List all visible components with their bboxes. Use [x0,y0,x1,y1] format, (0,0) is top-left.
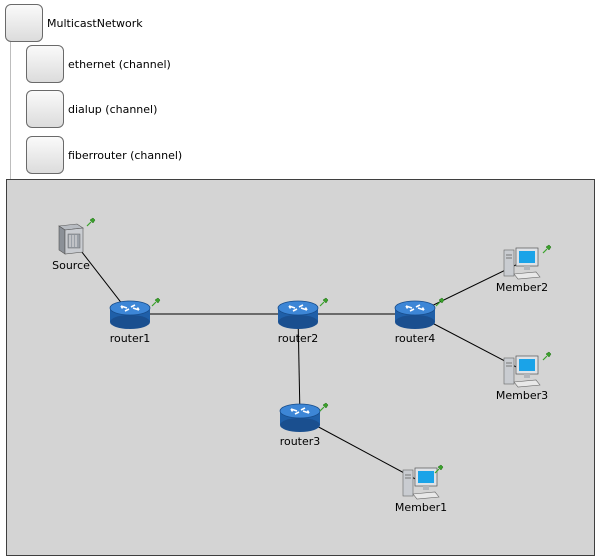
router-icon [279,403,321,432]
tree-item-label: ethernet (channel) [68,57,171,71]
server-icon [58,223,84,255]
router-icon [109,300,151,329]
computer-icon [503,355,541,388]
network-module-icon [5,4,43,42]
tree-item-label: dialup (channel) [68,102,158,116]
node-label: Member1 [394,501,448,514]
computer-icon [503,247,541,280]
node-label: Source [52,259,90,272]
pin-icon [435,297,445,307]
router-icon [394,300,436,329]
tree-item-fiberrouter-channel[interactable]: fiberrouter (channel) [26,136,182,174]
pin-icon [151,297,161,307]
pin-icon [434,464,444,474]
tree-connector-line [10,40,11,180]
channel-type-icon [26,45,64,83]
router-icon [277,300,319,329]
node-label: Member3 [495,389,549,402]
node-label: router2 [277,332,319,345]
link-router3-member1[interactable] [299,416,422,483]
network-canvas[interactable]: Source router1 router2 router3 [6,179,595,556]
computer-icon [402,467,440,500]
channel-type-icon [26,90,64,128]
node-label: Member2 [495,281,549,294]
tree-item-label: fiberrouter (channel) [68,148,183,162]
node-label: router4 [394,332,436,345]
channel-type-icon [26,136,64,174]
tree-root-multicastnetwork[interactable]: MulticastNetwork [5,4,143,42]
node-label: router3 [279,435,321,448]
tree-item-ethernet-channel[interactable]: ethernet (channel) [26,45,171,83]
pin-icon [86,217,96,227]
tree-item-dialup-channel[interactable]: dialup (channel) [26,90,157,128]
link-router2-router3[interactable] [297,313,301,418]
pin-icon [319,402,329,412]
pin-icon [542,351,552,361]
pin-icon [542,244,552,254]
pin-icon [319,297,329,307]
node-label: router1 [109,332,151,345]
tree-root-label: MulticastNetwork [47,16,143,30]
